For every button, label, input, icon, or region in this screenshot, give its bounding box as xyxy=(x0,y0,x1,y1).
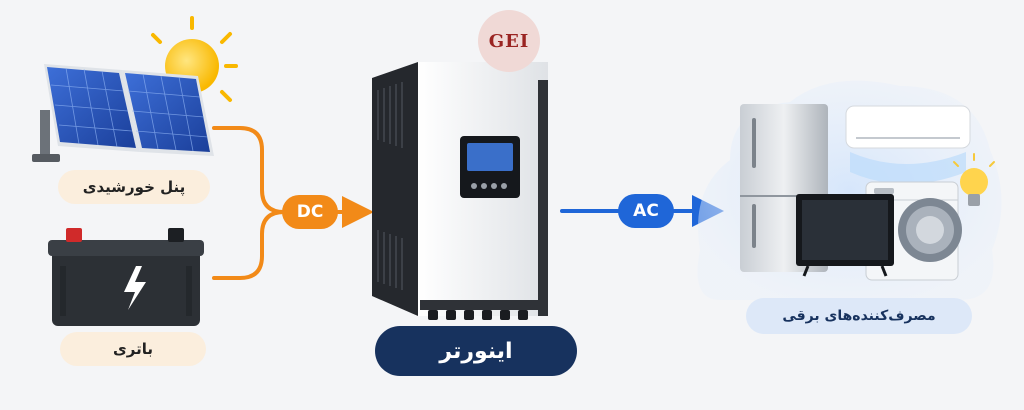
battery-label: باتری xyxy=(60,332,206,366)
lightning-icon xyxy=(124,266,146,310)
solar-panel-icon xyxy=(32,64,214,162)
electrical-loads-label: مصرف‌کننده‌های برقی xyxy=(746,298,972,334)
light-bulb-icon xyxy=(953,153,995,206)
dc-wires xyxy=(212,126,374,280)
battery-icon xyxy=(48,228,204,326)
ac-flow-badge: AC xyxy=(618,194,674,228)
dc-flow-badge: DC xyxy=(282,195,338,229)
company-logo: GEI xyxy=(478,10,540,72)
tv-icon xyxy=(796,194,894,277)
solar-panel-label: پنل خورشیدی xyxy=(58,170,210,204)
inverter-label: اینورتر xyxy=(375,326,577,376)
air-conditioner-icon xyxy=(845,105,971,184)
company-logo-text: GEI xyxy=(488,30,530,52)
inverter-icon xyxy=(372,62,548,320)
